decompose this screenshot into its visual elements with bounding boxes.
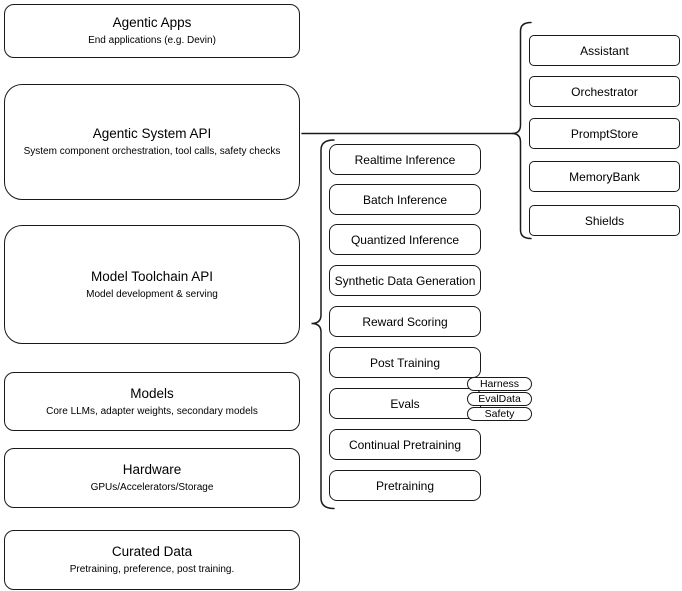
- node-agentic-apps: Agentic Apps End applications (e.g. Devi…: [4, 4, 300, 58]
- tag-harness: Harness: [467, 377, 532, 391]
- node-subtitle: Pretraining, preference, post training.: [69, 564, 235, 575]
- tag-safety: Safety: [467, 407, 532, 421]
- node-continual-pretraining: Continual Pretraining: [329, 429, 481, 460]
- node-quantized-inference: Quantized Inference: [329, 224, 481, 255]
- node-shields: Shields: [529, 205, 680, 236]
- node-title: Curated Data: [111, 544, 193, 559]
- node-subtitle: Model development & serving: [86, 288, 218, 300]
- node-title: Model Toolchain API: [90, 268, 214, 284]
- node-models: Models Core LLMs, adapter weights, secon…: [4, 372, 300, 431]
- node-subtitle: End applications (e.g. Devin): [88, 35, 216, 46]
- node-curated-data: Curated Data Pretraining, preference, po…: [4, 530, 300, 590]
- node-subtitle: Core LLMs, adapter weights, secondary mo…: [46, 405, 258, 417]
- node-batch-inference: Batch Inference: [329, 184, 481, 215]
- node-agentic-system-api: Agentic System API System component orch…: [4, 84, 300, 200]
- node-subtitle: GPUs/Accelerators/Storage: [90, 482, 214, 493]
- node-reward-scoring: Reward Scoring: [329, 306, 481, 337]
- node-title: Agentic System API: [92, 126, 212, 141]
- node-title: Hardware: [122, 462, 182, 477]
- node-post-training: Post Training: [329, 347, 481, 378]
- node-orchestrator: Orchestrator: [529, 76, 680, 107]
- node-title: Agentic Apps: [112, 15, 192, 30]
- node-hardware: Hardware GPUs/Accelerators/Storage: [4, 448, 300, 508]
- node-subtitle: System component orchestration, tool cal…: [23, 146, 281, 157]
- tag-evaldata: EvalData: [467, 392, 532, 406]
- node-model-toolchain-api: Model Toolchain API Model development & …: [4, 225, 300, 344]
- node-pretraining: Pretraining: [329, 470, 481, 501]
- node-promptstore: PromptStore: [529, 118, 680, 149]
- node-synthetic-data-generation: Synthetic Data Generation: [329, 265, 481, 296]
- node-assistant: Assistant: [529, 35, 680, 66]
- node-realtime-inference: Realtime Inference: [329, 144, 481, 175]
- node-memorybank: MemoryBank: [529, 161, 680, 192]
- node-evals: Evals: [329, 388, 481, 419]
- node-title: Models: [130, 385, 174, 401]
